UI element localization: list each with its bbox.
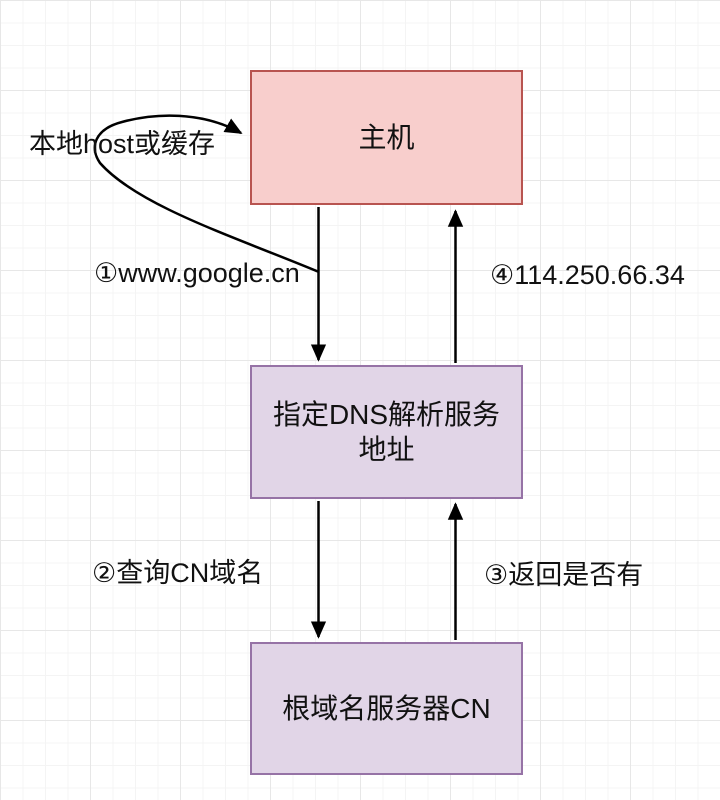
node-root-server-label: 根域名服务器CN <box>282 693 491 724</box>
edge-label-step3-return-result: ③返回是否有 <box>484 560 644 590</box>
edge-label-step1-www-google-cn: ①www.google.cn <box>94 258 300 288</box>
edge-label-step4-ip-address: ④114.250.66.34 <box>490 260 685 290</box>
node-dns-resolver: 指定DNS解析服务地址 <box>250 365 523 499</box>
node-root-server: 根域名服务器CN <box>250 642 523 775</box>
node-dns-resolver-label: 指定DNS解析服务地址 <box>272 399 501 465</box>
node-host: 主机 <box>250 70 523 205</box>
edge-label-step2-query-cn: ②查询CN域名 <box>92 558 264 588</box>
annotation-label-local-cache: 本地host或缓存 <box>29 129 216 159</box>
node-host-label: 主机 <box>358 122 415 153</box>
